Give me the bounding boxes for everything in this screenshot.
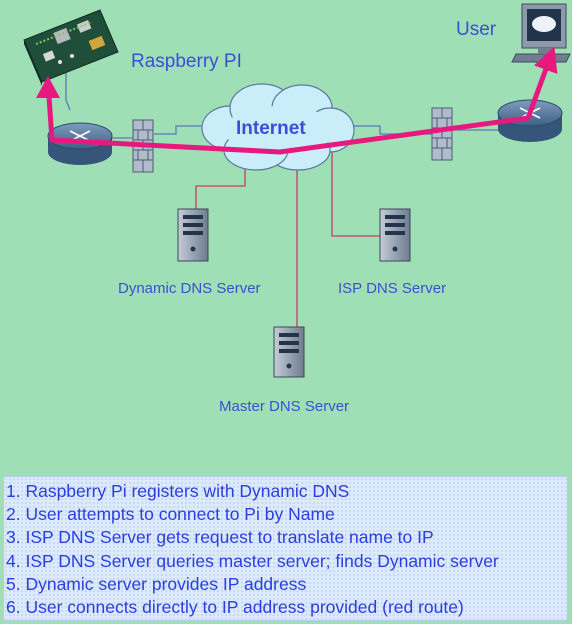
step-item: 3. ISP DNS Server gets request to transl… — [6, 527, 434, 548]
raspberry-pi-board-icon — [23, 9, 119, 86]
raspberry-pi-label: Raspberry PI — [131, 51, 242, 72]
server-tower-icon — [379, 208, 411, 262]
server-tower-icon — [177, 208, 209, 262]
step-item: 2. User attempts to connect to Pi by Nam… — [6, 504, 335, 525]
internet-label: Internet — [236, 118, 306, 139]
step-item: 5. Dynamic server provides IP address — [6, 573, 307, 594]
master-dns-server-label: Master DNS Server — [219, 398, 350, 415]
pi-to-router-link — [65, 65, 71, 111]
step-item: 6. User connects directly to IP address … — [6, 597, 464, 618]
user-label: User — [456, 19, 497, 40]
network-diagram — [23, 3, 571, 378]
firewall-to-cloud-link — [154, 125, 210, 135]
computer-workstation-icon — [511, 3, 571, 63]
steps-list: 1. Raspberry Pi registers with Dynamic D… — [6, 480, 567, 619]
server-tower-icon — [273, 326, 305, 378]
cloud-to-isp-dns-link — [331, 150, 382, 237]
step-item: 4. ISP DNS Server queries master server;… — [6, 550, 499, 571]
dynamic-dns-server-label: Dynamic DNS Server — [118, 280, 261, 297]
isp-dns-server-label: ISP DNS Server — [338, 280, 447, 297]
direct-connection-route — [45, 46, 558, 155]
steps-legend: 1. Raspberry Pi registers with Dynamic D… — [3, 476, 568, 621]
cloud-to-dynamic-dns-link — [195, 158, 246, 210]
firewall-icon — [431, 107, 453, 161]
step-item: 1. Raspberry Pi registers with Dynamic D… — [6, 481, 350, 501]
route-arrowhead-pi — [36, 76, 60, 98]
